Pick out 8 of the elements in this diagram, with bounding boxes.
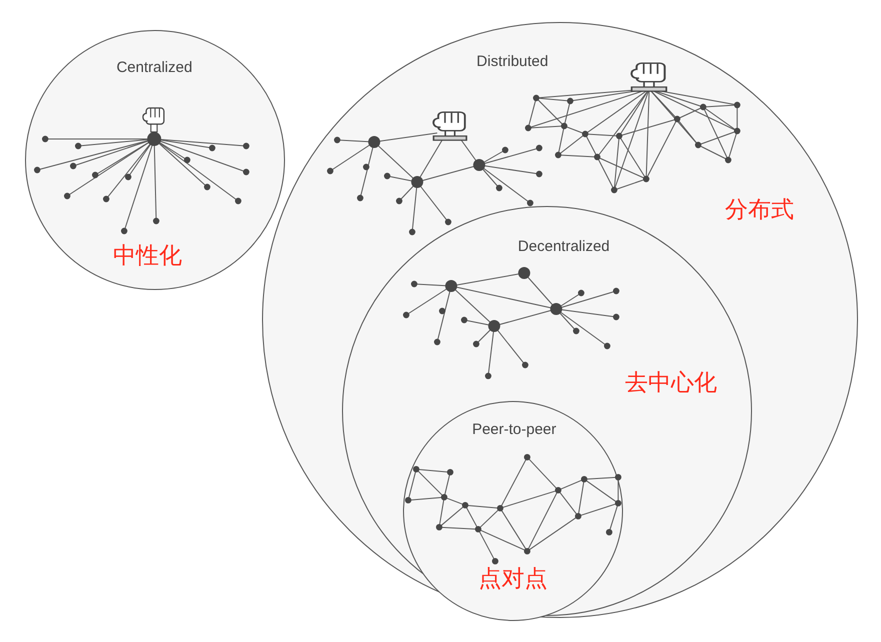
circle-title: Decentralized	[518, 238, 610, 256]
translation-label: 分布式	[724, 196, 794, 224]
circle-title: Distributed	[476, 53, 548, 72]
translation-label: 点对点	[478, 565, 548, 593]
translation-label: 中性化	[112, 242, 182, 270]
circle-title: Peer-to-peer	[472, 421, 556, 440]
translation-label: 去中心化	[624, 368, 717, 396]
circle-title: Centralized	[116, 59, 192, 78]
